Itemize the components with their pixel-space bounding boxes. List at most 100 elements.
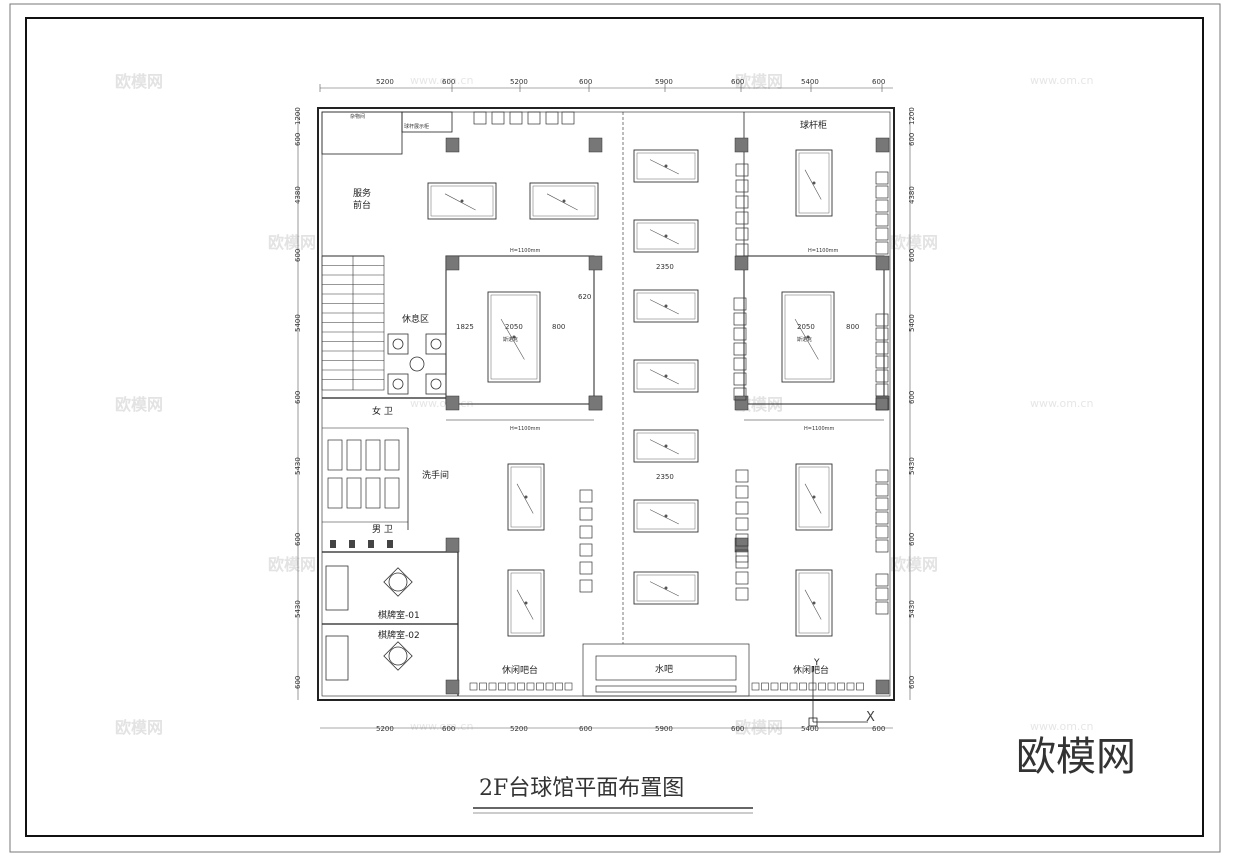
dim-label: 5400 [908, 314, 916, 332]
watermark-url: www.om.cn [410, 74, 473, 87]
axis-marker [808, 666, 868, 727]
inner-dim: 620 [578, 293, 591, 301]
column [875, 137, 890, 153]
chair [733, 327, 747, 341]
chair [735, 179, 749, 193]
bar-stool [526, 682, 535, 691]
toilet [327, 439, 343, 471]
chair [875, 327, 889, 341]
water-bar [582, 643, 750, 697]
inner-dim: 2050 [505, 323, 523, 331]
watermark-url: www.om.cn [1030, 397, 1093, 410]
chair [875, 227, 889, 241]
pool-table [633, 571, 699, 605]
column [734, 137, 749, 153]
chair [735, 571, 749, 585]
pool-table [633, 499, 699, 533]
dim-label: 600 [908, 391, 916, 404]
pool-table [633, 289, 699, 323]
dim-label: 5400 [801, 78, 819, 86]
dim-label: 4380 [908, 186, 916, 204]
chair [875, 539, 889, 553]
pool-table [633, 429, 699, 463]
watermark: 欧模网 [735, 72, 783, 91]
bar-stool [808, 682, 817, 691]
dim-label: 600 [579, 78, 592, 86]
pool-table [507, 569, 545, 637]
dim-label: 5400 [801, 725, 819, 733]
chair [875, 601, 889, 615]
column [588, 255, 603, 271]
dim-label: 600 [908, 533, 916, 546]
dim-label: 600 [872, 78, 885, 86]
casual-bar-left-label: 休闲吧台 [502, 664, 538, 676]
chess-room-1-label: 棋牌室-01 [378, 609, 420, 621]
urinal [349, 540, 355, 548]
chair [733, 297, 747, 311]
height-note: H=1100mm [510, 426, 541, 432]
chair [735, 163, 749, 177]
chair [875, 341, 889, 355]
dim-label: 600 [908, 676, 916, 689]
dim-label: 600 [908, 133, 916, 146]
chair [735, 227, 749, 241]
chair [545, 111, 559, 125]
toilet [327, 477, 343, 509]
snooker-table [487, 291, 541, 383]
chair [875, 397, 889, 411]
watermark: 欧模网 [268, 233, 316, 252]
chair [875, 511, 889, 525]
watermark: 欧模网 [268, 555, 316, 574]
casual-bar-right-label: 休闲吧台 [793, 664, 829, 676]
dim-label: 5200 [376, 725, 394, 733]
bar-stool [469, 682, 478, 691]
dim-label: 600 [294, 249, 302, 262]
chair [875, 383, 889, 397]
chair [875, 483, 889, 497]
dim-label: 600 [872, 725, 885, 733]
bar-stool [846, 682, 855, 691]
column [445, 395, 460, 411]
chair [579, 489, 593, 503]
pool-table [633, 149, 699, 183]
dim-label: 5430 [294, 600, 302, 618]
dim-label: 600 [731, 725, 744, 733]
chair [509, 111, 523, 125]
inner-dim: 800 [552, 323, 565, 331]
dim-label: 600 [579, 725, 592, 733]
chair [473, 111, 487, 125]
dim-label: 5400 [294, 314, 302, 332]
urinal [330, 540, 336, 548]
pool-table [529, 182, 599, 220]
column [734, 395, 749, 411]
toilet [365, 477, 381, 509]
chair [875, 525, 889, 539]
chair [875, 171, 889, 185]
height-note: H=1100mm [510, 248, 541, 254]
pool-table [507, 463, 545, 531]
watermark-url: www.om.cn [410, 720, 473, 733]
bar-stool [479, 682, 487, 691]
dim-label: 600 [294, 133, 302, 146]
chairs [473, 111, 889, 615]
column [588, 137, 603, 153]
bar-stool [761, 682, 769, 691]
chair [735, 485, 749, 499]
bar-stool [488, 682, 497, 691]
chair [875, 497, 889, 511]
watermark-url: www.om.cn [1030, 720, 1093, 733]
dim-label: 5900 [655, 725, 673, 733]
storage-label: 杂物间 [350, 113, 365, 120]
dim-label: 5430 [908, 600, 916, 618]
bar-label: 水吧 [655, 663, 673, 675]
column [875, 679, 890, 695]
reception-label-2: 前台 [353, 199, 371, 211]
chair [579, 525, 593, 539]
height-note: H=1100mm [804, 426, 835, 432]
pool-table [427, 182, 497, 220]
chess-room-2-label: 棋牌室-02 [378, 629, 420, 641]
